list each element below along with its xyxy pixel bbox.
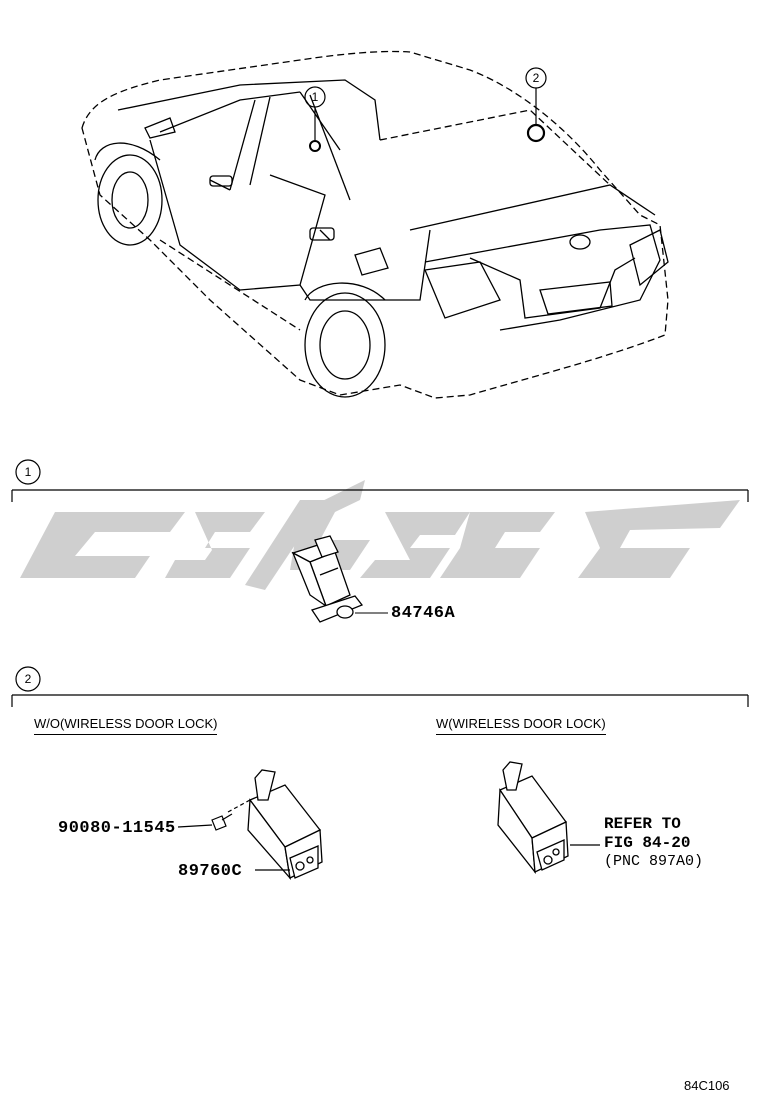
refer-line-3: (PNC 897A0): [604, 853, 704, 871]
heading-without-wireless: W/O(WIRELESS DOOR LOCK): [34, 716, 218, 735]
receiver-module-right: [497, 761, 600, 875]
watermark-logo: [20, 480, 740, 590]
section-1-badge: 1: [24, 465, 32, 479]
section-2-badge: 2: [24, 672, 32, 686]
heading-with-wireless: W(WIRELESS DOOR LOCK): [436, 716, 606, 735]
vehicle-illustration: [81, 50, 669, 399]
figure-code: 84C106: [684, 1078, 730, 1093]
part-number-84746a: 84746A: [391, 604, 456, 623]
bolt-part: [177, 799, 290, 871]
callout-2-leader: [525, 67, 547, 143]
refer-note: REFER TO FIG 84-20 (PNC 897A0): [604, 815, 703, 871]
door-switch-part: [291, 535, 388, 623]
heading-without-wireless-text: W/O(WIRELESS DOOR LOCK): [34, 716, 218, 735]
receiver-module-left: [247, 769, 323, 881]
part-number-89760c: 89760C: [178, 862, 243, 881]
refer-line-1: REFER TO: [604, 815, 681, 833]
part-number-bolt: 90080-11545: [58, 819, 176, 838]
callout-2-label: 2: [532, 71, 540, 85]
refer-line-2: FIG 84-20: [604, 834, 691, 853]
section-1-frame: [11, 459, 749, 502]
callout-1-leader: [304, 86, 326, 152]
section-2-frame: [11, 666, 749, 707]
callout-1-label: 1: [311, 90, 319, 104]
heading-with-wireless-text: W(WIRELESS DOOR LOCK): [436, 716, 606, 735]
